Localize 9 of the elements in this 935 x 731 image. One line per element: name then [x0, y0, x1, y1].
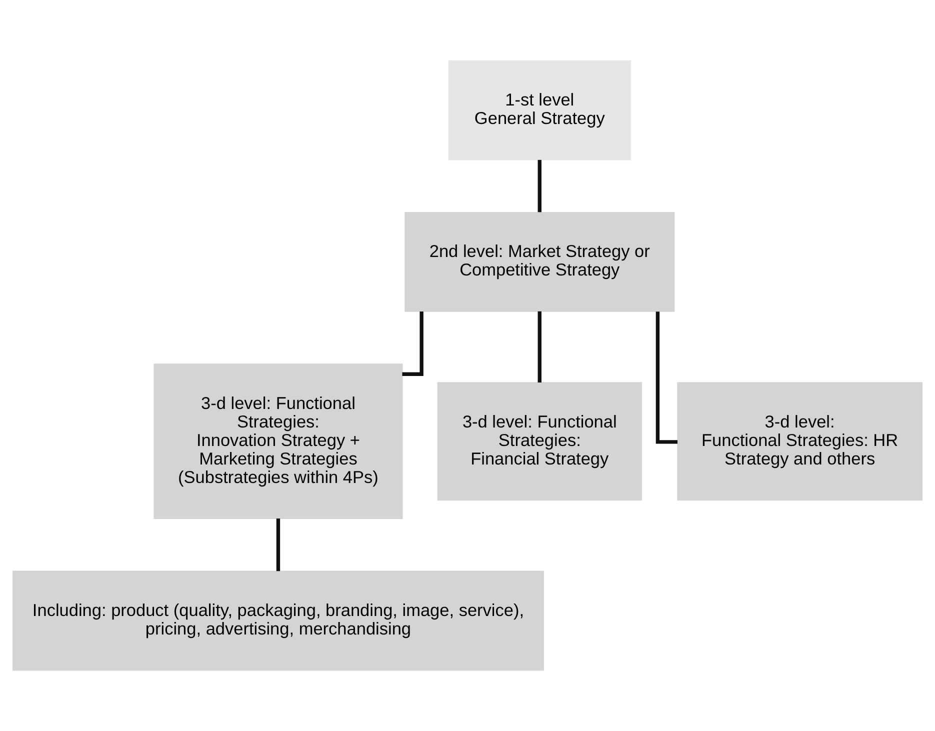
node-box: 2nd level: Market Strategy or Competitive Strategy — [404, 212, 675, 312]
node-box: 1-st level General Strategy — [448, 60, 631, 160]
node-box: 3-d level: Functional Strategies: Financial Strategy — [437, 382, 642, 501]
connector — [538, 160, 542, 212]
node-box: 3-d level: Functional Strategies: HR Strategy and others — [677, 382, 922, 501]
node-box: Including: product (quality, packaging, branding, image, service), pricing, advertising, merchandising — [12, 570, 544, 671]
node-box: 3-d level: Functional Strategies: Innovation Strategy + Marketing Strategies (Substrategies within 4Ps) — [154, 364, 403, 520]
connector — [538, 311, 542, 382]
connector — [276, 518, 280, 572]
